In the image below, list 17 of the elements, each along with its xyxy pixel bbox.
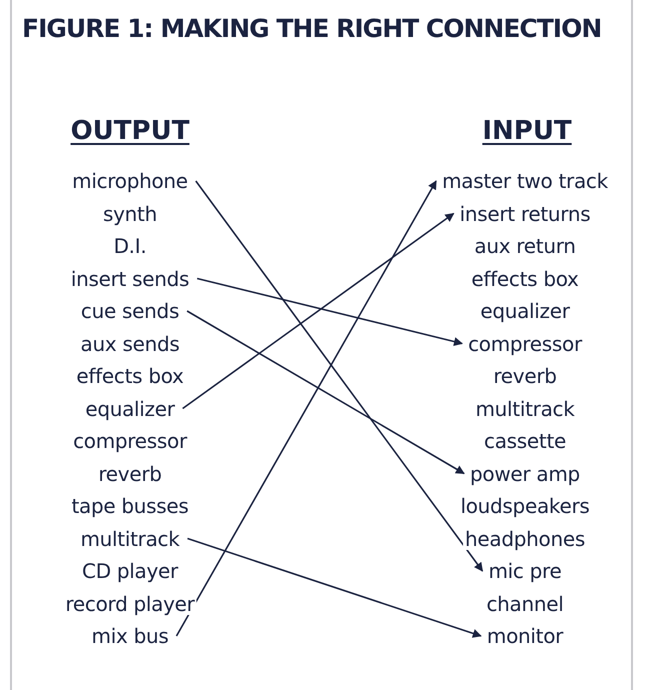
- list-item: effects box: [469, 268, 581, 290]
- connector-arrow: [195, 180, 484, 572]
- list-item: CD player: [80, 560, 180, 582]
- column-heading: INPUT: [482, 116, 572, 146]
- connector-arrow: [186, 310, 465, 474]
- connector-arrow: [176, 180, 437, 636]
- connector-arrow: [182, 212, 454, 410]
- connector-arrow: [187, 538, 482, 638]
- column-heading: OUTPUT: [70, 116, 190, 146]
- list-item: headphones: [463, 528, 587, 550]
- list-item: synth: [101, 202, 159, 224]
- list-item: aux sends: [78, 332, 182, 354]
- list-item: tape busses: [69, 495, 191, 517]
- figure-title: FIGURE 1: MAKING THE RIGHT CONNECTION: [22, 14, 602, 43]
- list-item: equalizer: [83, 398, 177, 420]
- connector-arrow: [196, 278, 463, 346]
- list-item: equalizer: [478, 300, 572, 322]
